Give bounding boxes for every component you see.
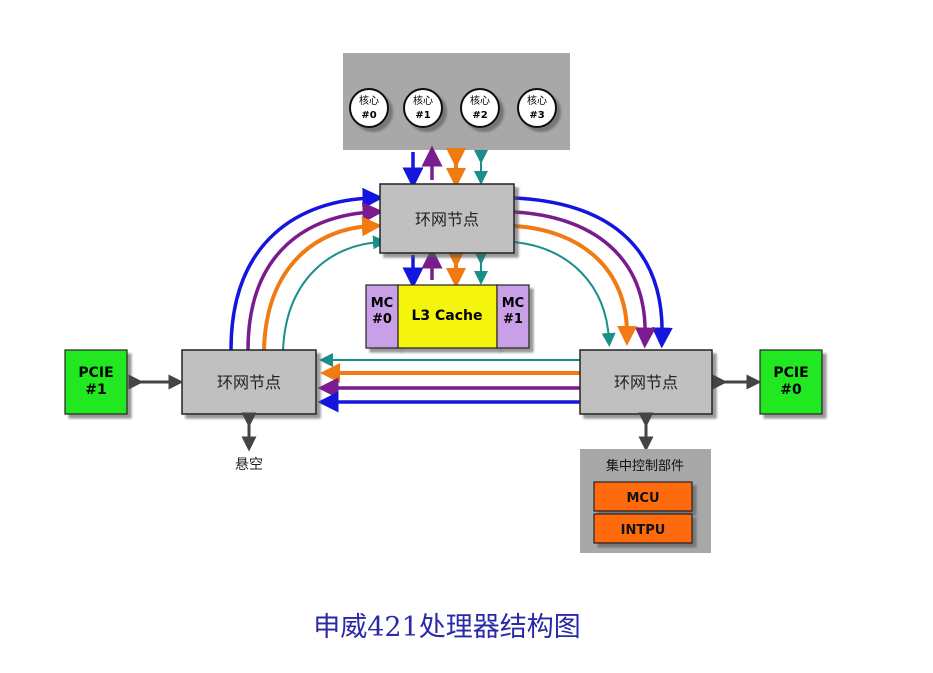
- mc-1-id: #1: [503, 312, 523, 327]
- central-control-panel: 集中控制部件 MCU INTPU: [580, 449, 711, 553]
- core-0-id: #0: [361, 110, 376, 121]
- pcie-0-id: #0: [780, 382, 802, 398]
- horizontal-ring-arrows: [317, 353, 580, 413]
- ring-node-top-label: 环网节点: [415, 210, 479, 229]
- l3-cache-block: MC #0 L3 Cache MC #1: [365, 284, 530, 349]
- left-ring-arcs: [229, 187, 387, 351]
- intpu-unit: INTPU: [593, 513, 693, 544]
- figure-caption: 申威421处理器结构图: [313, 612, 581, 643]
- ring-node-left-label: 环网节点: [217, 373, 281, 392]
- ring-node-right-label: 环网节点: [614, 373, 678, 392]
- core-1-label: 核心: [413, 94, 433, 107]
- core-0: 核心 #0: [349, 88, 389, 128]
- core-3-label: 核心: [527, 94, 547, 107]
- core-3: 核心 #3: [517, 88, 557, 128]
- pcie-1: PCIE #1: [64, 349, 128, 415]
- l3-cache-label: L3 Cache: [411, 308, 482, 324]
- intpu-label: INTPU: [621, 523, 666, 538]
- core-1-id: #1: [415, 110, 430, 121]
- l3-cache: L3 Cache: [397, 284, 498, 349]
- mc-0: MC #0: [365, 284, 399, 349]
- pcie-1-id: #1: [85, 382, 106, 398]
- core-to-node-arrows: [402, 145, 488, 189]
- pcie-0-label: PCIE: [773, 365, 808, 381]
- floating-label: 悬空: [235, 457, 263, 473]
- pcie-0: PCIE #0: [759, 349, 823, 415]
- core-panel: 核心 #0 核心 #1 核心 #2 核心 #3: [343, 53, 570, 150]
- core-1: 核心 #1: [403, 88, 443, 128]
- ring-node-top: 环网节点: [379, 183, 515, 254]
- mc-0-label: MC: [371, 296, 393, 311]
- mc-1: MC #1: [496, 284, 530, 349]
- mcu-unit: MCU: [593, 481, 693, 512]
- mc-0-id: #0: [372, 312, 392, 327]
- central-control-title: 集中控制部件: [606, 458, 684, 474]
- node-to-l3-arrows: [402, 247, 488, 289]
- core-2-label: 核心: [470, 94, 490, 107]
- mc-1-label: MC: [502, 296, 524, 311]
- core-2-id: #2: [472, 110, 487, 121]
- ring-node-left: 环网节点: [181, 349, 317, 415]
- pcie-1-label: PCIE: [78, 365, 113, 381]
- core-0-label: 核心: [359, 94, 379, 107]
- core-3-id: #3: [529, 110, 544, 121]
- mcu-label: MCU: [626, 491, 659, 506]
- right-ring-arcs: [513, 196, 673, 349]
- core-2: 核心 #2: [460, 88, 500, 128]
- ring-node-right: 环网节点: [579, 349, 713, 415]
